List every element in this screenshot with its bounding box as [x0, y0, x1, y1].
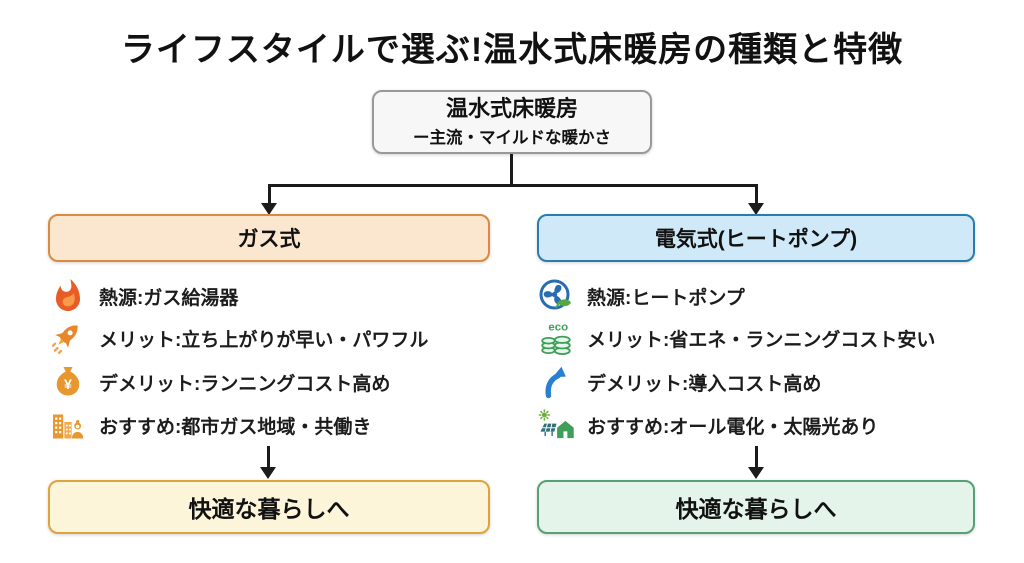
- list-item-text: デメリット:ランニングコスト高め: [99, 373, 391, 395]
- root-box: 温水式床暖房 ー主流・マイルドな暖かさ: [372, 90, 652, 154]
- connector-horizontal-line: [268, 184, 758, 187]
- yen-symbol: ¥: [64, 377, 72, 393]
- solar-house-icon: [538, 407, 574, 443]
- root-box-subtitle: ー主流・マイルドな暖かさ: [413, 128, 611, 147]
- electric-footer-label: 快適な暮らしへ: [675, 496, 837, 522]
- root-box-title: 温水式床暖房: [445, 96, 578, 122]
- electric-footer-box: 快適な暮らしへ: [537, 480, 975, 534]
- arrow-up-icon: [538, 364, 574, 400]
- list-item-text: デメリット:導入コスト高め: [587, 373, 822, 395]
- list-item-text: メリット:省エネ・ランニングコスト安い: [587, 329, 936, 351]
- eco-coins-icon: eco: [538, 320, 574, 356]
- list-item-text: メリット:立ち上がりが早い・パワフル: [99, 329, 429, 351]
- list-item: 熱源:ヒートポンプ: [538, 277, 745, 315]
- electric-footer-arrow-stem: [755, 446, 758, 468]
- gas-footer-label: 快適な暮らしへ: [188, 496, 350, 522]
- electric-branch-header: 電気式(ヒートポンプ): [537, 214, 975, 262]
- gas-footer-box: 快適な暮らしへ: [48, 480, 490, 534]
- list-item-text: おすすめ:オール電化・太陽光あり: [587, 416, 879, 438]
- flame-icon: [50, 278, 86, 314]
- connector-vertical-line: [510, 154, 513, 186]
- list-item: おすすめ:オール電化・太陽光あり: [538, 406, 878, 444]
- city-worker-icon: [50, 407, 86, 443]
- list-item-text: おすすめ:都市ガス地域・共働き: [99, 416, 372, 438]
- list-item: ¥ デメリット:ランニングコスト高め: [50, 363, 390, 401]
- list-item: eco メリット:省エネ・ランニングコスト安い: [538, 319, 935, 357]
- list-item: おすすめ:都市ガス地域・共働き: [50, 406, 371, 444]
- list-item: メリット:立ち上がりが早い・パワフル: [50, 319, 428, 357]
- gas-branch-label: ガス式: [237, 228, 301, 251]
- electric-footer-arrowhead-icon: [748, 467, 764, 479]
- money-bag-icon: ¥: [50, 364, 86, 400]
- gas-branch-header: ガス式: [48, 214, 490, 262]
- page-title: ライフスタイルで選ぶ!温水式床暖房の種類と特徴: [120, 31, 904, 69]
- eco-label: eco: [548, 322, 568, 334]
- list-item: デメリット:導入コスト高め: [538, 363, 821, 401]
- list-item-text: 熱源:ヒートポンプ: [587, 287, 745, 309]
- list-item-text: 熱源:ガス給湯器: [99, 287, 239, 309]
- electric-branch-label: 電気式(ヒートポンプ): [654, 228, 858, 251]
- connector-left-stem: [268, 184, 271, 204]
- list-item: 熱源:ガス給湯器: [50, 277, 238, 315]
- connector-left-arrowhead-icon: [261, 203, 277, 215]
- gas-footer-arrowhead-icon: [260, 467, 276, 479]
- gas-footer-arrow-stem: [267, 446, 270, 468]
- heat-pump-fan-icon: [538, 278, 574, 314]
- connector-right-arrowhead-icon: [748, 203, 764, 215]
- rocket-icon: [50, 320, 86, 356]
- connector-right-stem: [755, 184, 758, 204]
